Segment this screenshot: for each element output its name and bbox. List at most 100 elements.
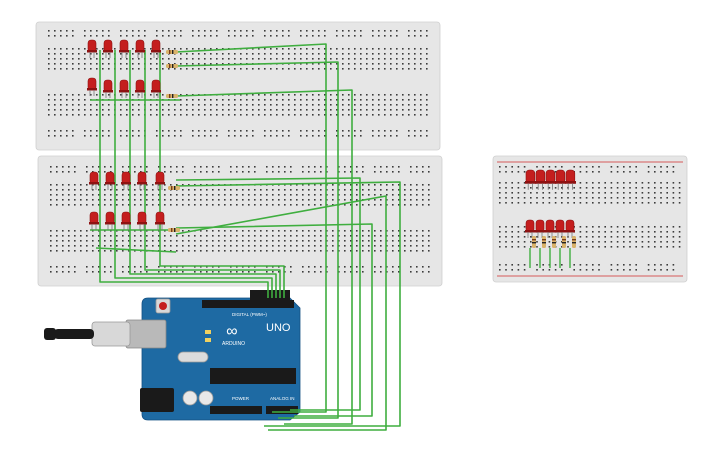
led-rim [119, 50, 129, 53]
led-rim [137, 222, 147, 225]
resistor-band [172, 64, 174, 68]
resistor[interactable] [168, 228, 180, 232]
jumper-wire[interactable] [159, 50, 285, 298]
led[interactable] [89, 211, 99, 230]
resistor-band [542, 242, 546, 244]
led[interactable] [555, 219, 565, 238]
resistor-band [552, 239, 556, 241]
breadboard-right-body[interactable] [492, 155, 688, 283]
capacitor-2 [198, 390, 214, 406]
resistor[interactable] [166, 64, 178, 68]
led[interactable] [151, 79, 161, 98]
resistor[interactable] [532, 236, 536, 248]
led-rim [121, 182, 131, 185]
led[interactable] [135, 39, 145, 58]
led-rim [87, 50, 97, 53]
resistor[interactable] [562, 236, 566, 248]
led[interactable] [105, 171, 115, 190]
atmega-chip [210, 368, 296, 384]
breadboard-right[interactable] [492, 155, 688, 283]
arduino-board-body[interactable] [141, 297, 301, 421]
led[interactable] [155, 171, 165, 190]
resistor[interactable] [542, 236, 546, 248]
led[interactable] [545, 169, 556, 190]
led[interactable] [121, 211, 131, 230]
led-rim [535, 181, 546, 184]
resistor[interactable] [552, 236, 556, 248]
crystal-oscillator [177, 351, 209, 363]
led-rim [525, 181, 536, 184]
led[interactable] [121, 171, 131, 190]
jumper-wire[interactable] [175, 43, 327, 413]
led[interactable] [137, 171, 147, 190]
led[interactable] [155, 211, 165, 230]
breadboard-top-body[interactable] [35, 21, 441, 151]
jumper-wire[interactable] [175, 181, 401, 427]
jumper-wire[interactable] [114, 50, 273, 298]
analog-header[interactable] [266, 406, 298, 414]
resistor[interactable] [572, 236, 576, 248]
led[interactable] [89, 171, 99, 190]
breadboard-middle-body[interactable] [37, 155, 443, 287]
led-rim [155, 182, 165, 185]
resistor-band [532, 239, 536, 241]
resistor[interactable] [166, 94, 178, 98]
power-header[interactable] [210, 406, 262, 414]
reset-button-cap[interactable] [159, 302, 167, 310]
arduino-uno-board[interactable]: ∞ UNO ARDUINO DIGITAL (PWM~) ANALOG IN P… [44, 290, 301, 421]
led[interactable] [555, 169, 566, 190]
led[interactable] [119, 39, 129, 58]
resistor-band [169, 64, 171, 68]
jumper-wire[interactable] [129, 50, 277, 298]
resistor-band [572, 239, 576, 241]
led-rim [119, 90, 129, 93]
led[interactable] [103, 39, 113, 58]
led[interactable] [105, 211, 115, 230]
power-jack-icon [140, 388, 174, 412]
led[interactable] [119, 79, 129, 98]
led[interactable] [525, 169, 536, 190]
breadboard-top[interactable] [35, 21, 441, 151]
led-rim [555, 230, 565, 233]
led[interactable] [135, 79, 145, 98]
jumper-wire[interactable] [175, 89, 353, 425]
digital-header[interactable] [202, 300, 294, 308]
analog-in-label: ANALOG IN [270, 396, 295, 401]
led[interactable] [535, 169, 546, 190]
led[interactable] [535, 219, 545, 238]
jumper-wires[interactable] [90, 43, 571, 431]
led[interactable] [151, 39, 161, 58]
resistor-band [562, 242, 566, 244]
jumper-wire[interactable] [175, 223, 373, 417]
led-rim [87, 88, 97, 91]
usb-port [125, 319, 167, 349]
led-rim [565, 230, 575, 233]
resistor-band [172, 94, 174, 98]
usb-cable-icon[interactable] [44, 321, 131, 347]
arduino-brand-label: ARDUINO [222, 341, 245, 347]
resistor[interactable] [168, 186, 180, 190]
led-array[interactable] [87, 39, 576, 238]
resistor[interactable] [166, 50, 178, 54]
jumper-wire[interactable] [95, 247, 177, 253]
led[interactable] [87, 39, 97, 58]
led[interactable] [103, 79, 113, 98]
led[interactable] [137, 211, 147, 230]
led[interactable] [545, 219, 555, 238]
jumper-wire[interactable] [144, 50, 281, 298]
resistor-band [572, 242, 576, 244]
jumper-wire[interactable] [175, 195, 387, 431]
jumper-wire[interactable] [99, 50, 269, 298]
resistor-array[interactable] [166, 50, 576, 248]
resistor-band [169, 50, 171, 54]
breadboard-middle[interactable] [37, 155, 443, 287]
led[interactable] [565, 169, 576, 190]
jumper-wire[interactable] [175, 61, 339, 419]
led[interactable] [87, 77, 97, 96]
led[interactable] [565, 219, 575, 238]
resistor-band [532, 242, 536, 244]
jumper-wire[interactable] [175, 177, 361, 411]
led-rim [105, 182, 115, 185]
led[interactable] [525, 219, 535, 238]
